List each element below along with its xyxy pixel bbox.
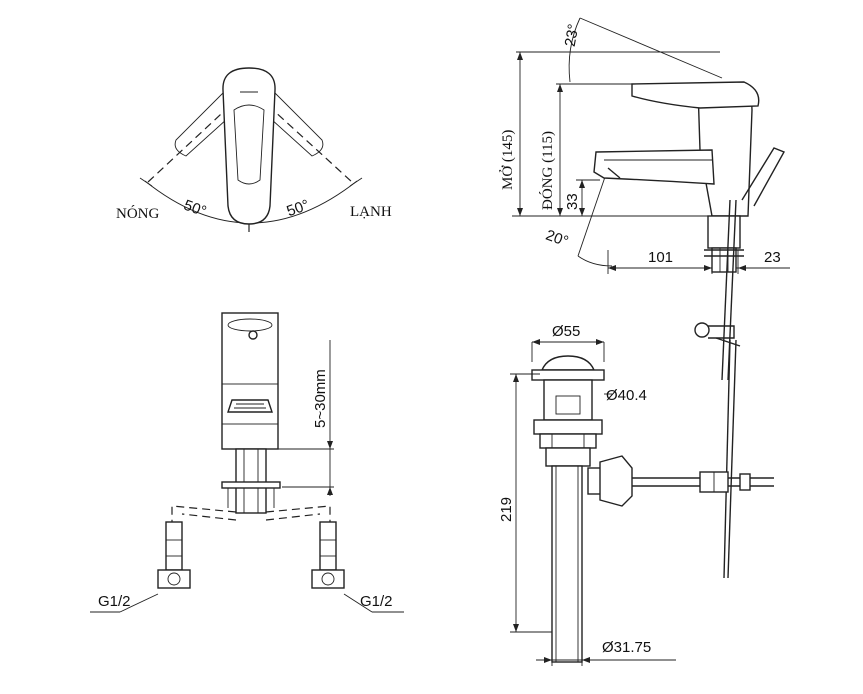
body-diameter-label: Ø40.4 [606, 387, 647, 404]
cold-label: LẠNH [350, 204, 392, 220]
faucet-spout [593, 149, 715, 185]
left-angle-label: 50° [181, 197, 208, 221]
drain-cap [540, 355, 596, 371]
handle-raised-line [579, 17, 723, 79]
spout-height-label: 33 [564, 193, 581, 210]
left-hose [171, 505, 237, 522]
drain-body [543, 379, 593, 421]
rod-clip [694, 322, 710, 338]
open-height-label: MỞ (145) [499, 130, 516, 190]
closed-height-label: ĐÓNG (115) [539, 131, 556, 210]
handle-cold-position [249, 77, 324, 157]
cap-diameter-label: Ø55 [552, 323, 580, 340]
faucet-front-body [221, 312, 279, 450]
side-view: 23° 20° 101 23 MỞ (145) ĐÓNG (115) 33 [499, 17, 790, 579]
popup-lever [741, 147, 785, 207]
base-offset-label: 23 [764, 249, 781, 266]
adjust-range-label: 5~30mm [312, 369, 329, 428]
tail-pipe [551, 465, 583, 663]
right-angle-label: 50° [284, 196, 311, 220]
top-angle-label: 23° [562, 23, 583, 48]
hot-label: NÓNG [116, 205, 159, 222]
handle-center-position [222, 67, 276, 225]
aerator [227, 399, 273, 413]
handle-hot-position [174, 77, 249, 157]
drain-height-label: 219 [498, 497, 515, 522]
drain-view: Ø55 Ø40.4 219 [498, 323, 774, 666]
top-view: NÓNG LẠNH 50° 50° [116, 67, 392, 232]
reach-label: 101 [648, 249, 673, 266]
pivot-nut [599, 455, 633, 507]
right-connector-label: G1/2 [360, 593, 393, 610]
front-view: 5~30mm G1/2 G1/2 [90, 312, 404, 613]
faucet-handle [631, 81, 760, 109]
left-connector-label: G1/2 [98, 593, 131, 610]
right-hose [265, 505, 331, 522]
pipe-diameter-label: Ø31.75 [602, 639, 651, 656]
bottom-angle-label: 20° [543, 227, 570, 251]
